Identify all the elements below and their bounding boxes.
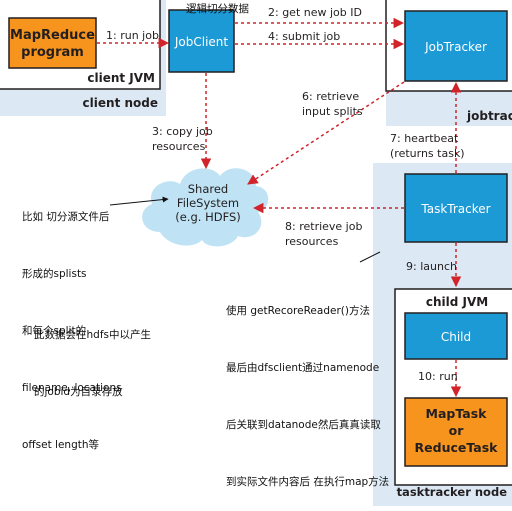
- step3-label-line1: 3: copy job: [152, 125, 213, 138]
- step6-label-line2: input splits: [302, 105, 363, 118]
- left-note-line: 和每个split的: [22, 325, 87, 337]
- left-note-line: offset length等: [22, 439, 100, 451]
- left-note2-line: 此数据会在hdfs中以产生: [34, 329, 151, 341]
- step7-label-line1: 7: heartbeat: [390, 132, 459, 145]
- child-jvm-label: child JVM: [426, 295, 488, 309]
- left-annotation: 比如 切分源文件后 形成的splists 和每个split的 filename,…: [22, 170, 122, 474]
- step8-label-line2: resources: [285, 235, 339, 248]
- maptask-line2: or: [449, 423, 465, 438]
- shared-filesystem-cloud: Shared FileSystem (e.g. HDFS): [142, 168, 269, 247]
- arrow-retrieve-splits: [247, 81, 405, 185]
- note-pointer-right: [359, 251, 381, 263]
- right-note-line: 最后由dfsclient通过namenode: [226, 362, 380, 374]
- jobtracker-node-label: jobtrac: [466, 109, 512, 123]
- jobtracker-label: JobTracker: [424, 40, 487, 54]
- mapreduce-program-box: [8, 17, 97, 69]
- step4-label: 4: submit job: [268, 30, 340, 43]
- top-annotation: 逻辑切分数据: [186, 2, 249, 16]
- maptask-box: [404, 397, 508, 467]
- client-jvm-label: client JVM: [87, 71, 155, 85]
- note-pointer-left: [109, 196, 169, 206]
- step2-label: 2: get new job ID: [268, 6, 362, 19]
- filesystem-line2: FileSystem: [177, 196, 239, 210]
- tasktracker-label: TaskTracker: [420, 202, 490, 216]
- left-note2-line: 的jobid为目录存放: [34, 386, 123, 398]
- top-annotation-text: 逻辑切分数据: [186, 3, 249, 15]
- step9-label: 9: launch: [406, 260, 457, 273]
- left-note-line: filename, locations: [22, 382, 122, 394]
- filesystem-line1: Shared: [188, 182, 229, 196]
- left-annotation-2: 此数据会在hdfs中以产生 的jobid为目录存放: [34, 288, 151, 421]
- child-box: [404, 312, 508, 360]
- jobtracker-box: [404, 10, 508, 82]
- step8-label-line1: 8: retrieve job: [285, 220, 362, 233]
- filesystem-line3: (e.g. HDFS): [175, 210, 241, 224]
- jobclient-label: JobClient: [174, 35, 229, 49]
- step3-label-line2: resources: [152, 140, 206, 153]
- right-note-line: 后关联到datanode然后真真读取: [226, 419, 381, 431]
- client-node-label: client node: [83, 96, 158, 110]
- right-annotation: 使用 getRecoreReader()方法 最后由dfsclient通过nam…: [226, 264, 389, 511]
- step7-label-line2: (returns task): [390, 147, 465, 160]
- child-label: Child: [441, 330, 471, 344]
- mapreduce-program-line1: MapReduce: [10, 28, 95, 43]
- left-note-line: 比如 切分源文件后: [22, 211, 110, 223]
- step10-label: 10: run: [418, 370, 458, 383]
- tasktracker-node-label: tasktracker node: [397, 485, 508, 499]
- step6-label-line1: 6: retrieve: [302, 90, 359, 103]
- right-note-line: 使用 getRecoreReader()方法: [226, 305, 370, 317]
- step1-label: 1: run job: [106, 29, 159, 42]
- left-note-line: 形成的splists: [22, 268, 87, 280]
- right-note-line: 到实际文件内容后 在执行map方法: [226, 476, 390, 488]
- mapreduce-program-line2: program: [21, 45, 84, 60]
- maptask-line3: ReduceTask: [415, 440, 499, 455]
- tasktracker-box: [404, 173, 508, 243]
- maptask-line1: MapTask: [426, 406, 488, 421]
